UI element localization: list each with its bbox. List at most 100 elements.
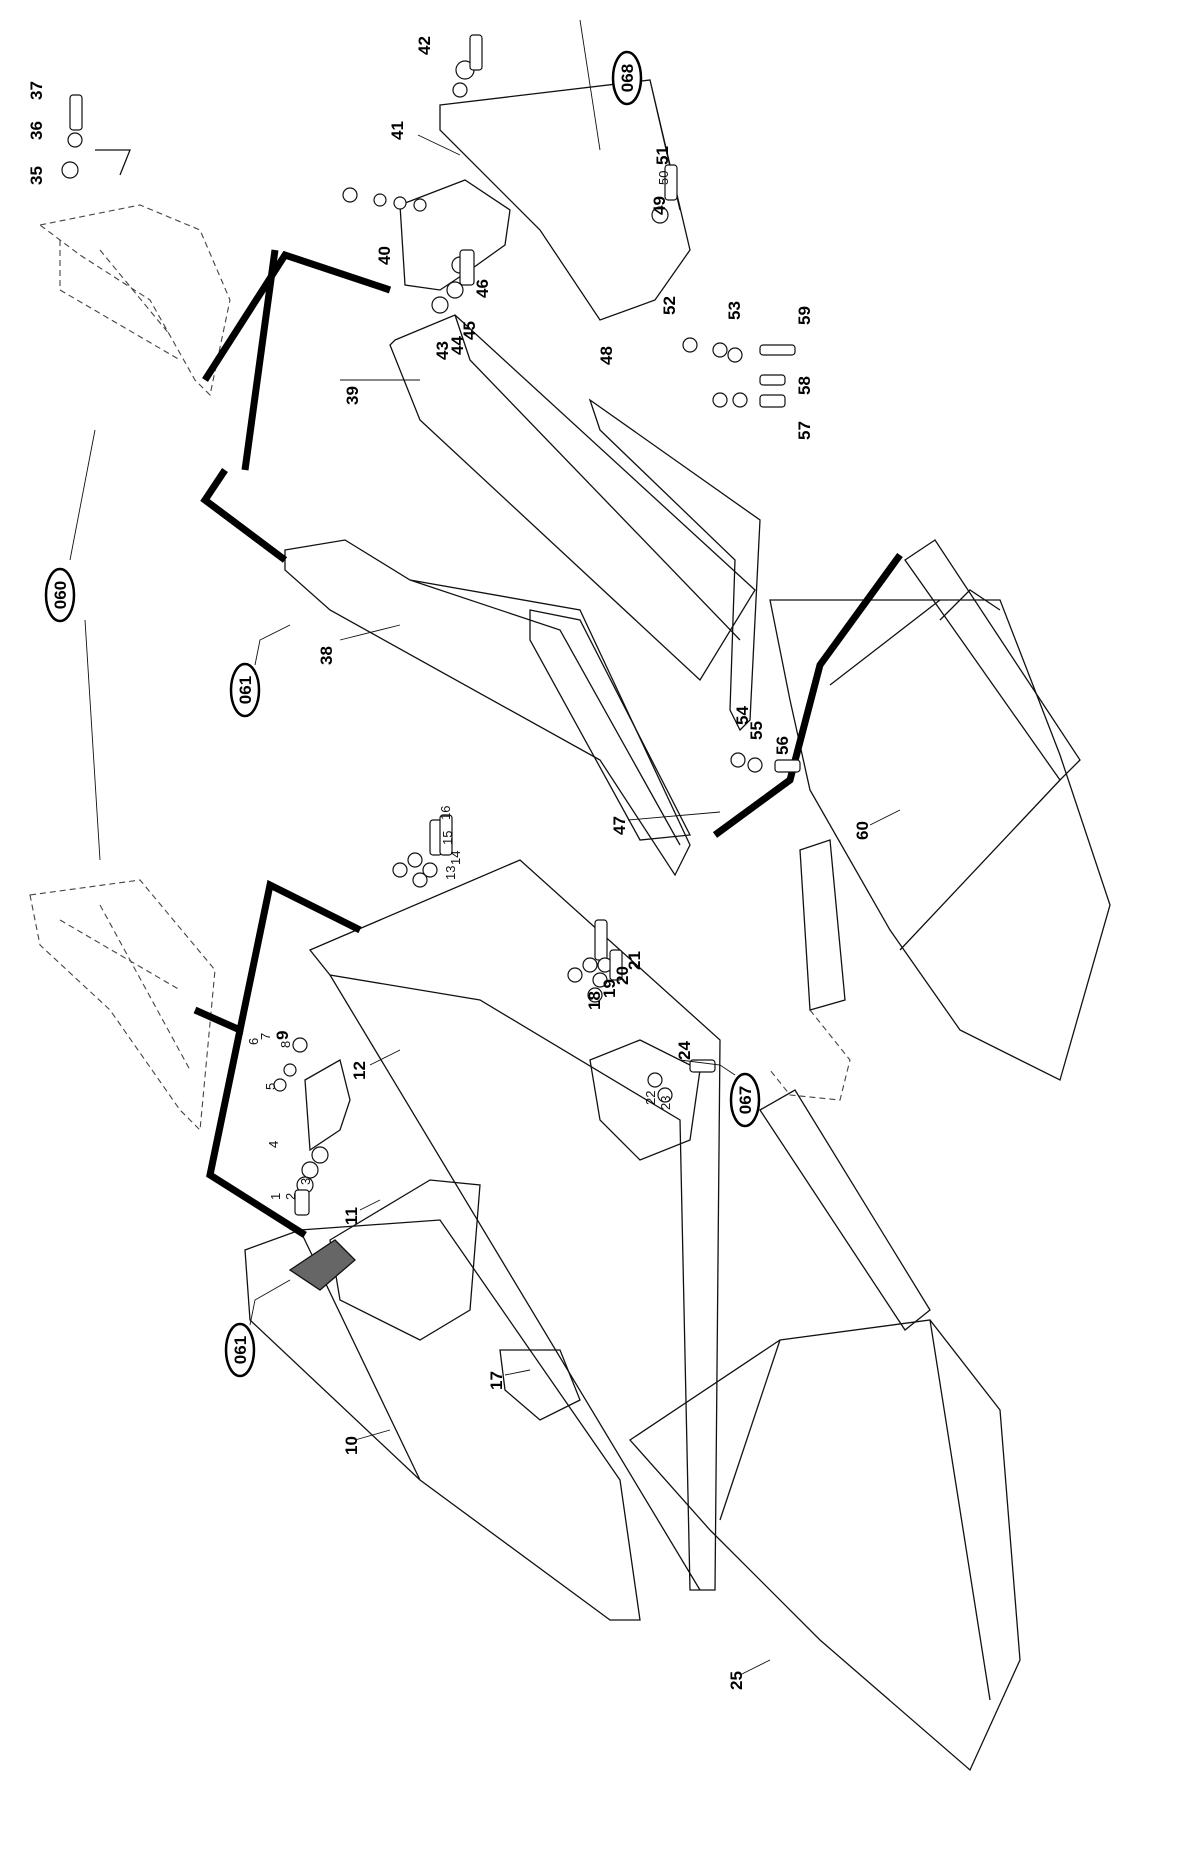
ref-061-upper-badge <box>229 662 261 718</box>
callout-12: 12 <box>350 1061 369 1080</box>
callout-58: 58 <box>795 376 814 395</box>
chain-link <box>95 149 131 176</box>
bolt-21 <box>609 949 623 981</box>
bolt-58 <box>759 374 786 386</box>
ref-067-leader <box>679 1059 736 1076</box>
washer-23-upper <box>732 392 748 408</box>
ref-060-leader <box>69 429 101 861</box>
leader-25 <box>739 1659 771 1676</box>
part-10-mesh-patch <box>288 1239 356 1291</box>
callout-18: 18 <box>585 991 604 1010</box>
hardware-upper <box>61 34 801 773</box>
callout-46: 46 <box>473 279 492 298</box>
bolt-5-lower <box>292 1037 308 1053</box>
callout-21: 21 <box>625 951 644 970</box>
ref-068-label: 068 <box>618 64 637 92</box>
upper-mount-bracket-dashed <box>38 204 231 397</box>
washer-22-upper <box>712 392 728 408</box>
washer-49 <box>651 206 669 224</box>
part-40-bracket-arm <box>399 179 511 291</box>
part-48-lower-bracket <box>588 398 761 732</box>
bolt-16-upper <box>439 814 453 856</box>
callout-37: 37 <box>27 81 46 100</box>
leader-17 <box>504 1369 531 1376</box>
callout-54: 54 <box>733 706 752 725</box>
leader-10 <box>354 1429 391 1441</box>
lower-connector-line-left <box>193 879 362 1035</box>
ref-067-label: 067 <box>736 1086 755 1114</box>
washer-6-lower <box>283 1063 297 1077</box>
callout-7-lower: 7 <box>258 1033 273 1040</box>
callout-11: 11 <box>342 1207 361 1225</box>
ref-067-badge <box>729 1072 761 1128</box>
callout-leaders <box>339 134 901 1676</box>
part-25-rod <box>759 1089 931 1331</box>
washer-7-upper <box>393 196 407 210</box>
washer-18 <box>587 987 603 1003</box>
upper-connector-line-left <box>202 250 392 382</box>
bolt-24 <box>689 1059 716 1073</box>
callout-19: 19 <box>600 979 619 998</box>
callout-43: 43 <box>433 341 452 360</box>
ref-061-lower-leader <box>249 1279 291 1326</box>
callout-49: 49 <box>650 196 669 215</box>
bolt-1-lower <box>294 1189 310 1216</box>
part-38-nose-plate <box>529 609 692 841</box>
callout-4-lower: 4 <box>266 1141 281 1148</box>
washer-14-lower <box>582 957 598 973</box>
callout-9: 9 <box>273 1031 292 1040</box>
part-39-divider-body <box>389 314 756 682</box>
washer-4-right <box>392 862 408 878</box>
nut-8-upper <box>413 198 427 212</box>
callout-24: 24 <box>675 1041 694 1060</box>
bolt-5-upper <box>342 187 358 203</box>
washer-13-upper <box>412 872 428 888</box>
part-47-plate <box>799 839 846 1011</box>
leader-47 <box>627 811 721 821</box>
lower-assembly <box>29 859 1021 1772</box>
washer-3-right <box>407 852 423 868</box>
washer-19 <box>592 972 608 988</box>
ref-060-label: 060 <box>51 581 70 609</box>
callout-47: 47 <box>610 816 629 835</box>
callout-39: 39 <box>343 386 362 405</box>
nut-53 <box>727 347 743 363</box>
leader-12 <box>369 1049 401 1066</box>
callout-2-lower: 2 <box>283 1193 298 1200</box>
callout-35: 35 <box>27 166 46 185</box>
callout-25: 25 <box>727 1671 746 1690</box>
washer-35 <box>61 161 79 179</box>
ref-061-upper-label: 061 <box>236 676 255 704</box>
leader-11 <box>359 1199 381 1211</box>
reference-badges: 060 061 061 067 068 <box>44 50 761 1378</box>
washer-6-upper <box>373 193 387 207</box>
upper-connector-line-main <box>241 249 279 471</box>
part-9-bracket <box>304 1059 351 1152</box>
callout-42: 42 <box>415 36 434 55</box>
washer-7-lower <box>273 1078 287 1092</box>
bolt-37 <box>69 94 83 131</box>
callout-23: 23 <box>658 1096 673 1110</box>
part-17-small-plate <box>499 1349 581 1421</box>
callout-8-lower: 8 <box>278 1041 293 1048</box>
nut-42 <box>452 82 468 98</box>
callout-3-lower: 3 <box>298 1178 313 1185</box>
callout-55: 55 <box>747 721 766 740</box>
callout-60: 60 <box>853 821 872 840</box>
leader-38 <box>339 624 401 641</box>
washer-55 <box>747 757 763 773</box>
callout-56: 56 <box>773 736 792 755</box>
bolt-52 <box>682 337 698 353</box>
part-47-dashed-extension <box>769 1009 851 1101</box>
leader-41 <box>417 134 461 156</box>
callout-57: 57 <box>795 421 814 440</box>
washer-22-lower <box>647 1072 663 1088</box>
callout-51: 51 <box>653 146 672 165</box>
ref-060-badge <box>44 567 76 623</box>
part-12-divider-body <box>308 859 721 1591</box>
part-25-shoe <box>629 1319 1021 1772</box>
callout-22: 22 <box>643 1091 658 1105</box>
ref-061-upper-leader <box>254 624 291 666</box>
callout-14: 14 <box>448 851 463 865</box>
part-38-nose-cone <box>284 539 691 877</box>
